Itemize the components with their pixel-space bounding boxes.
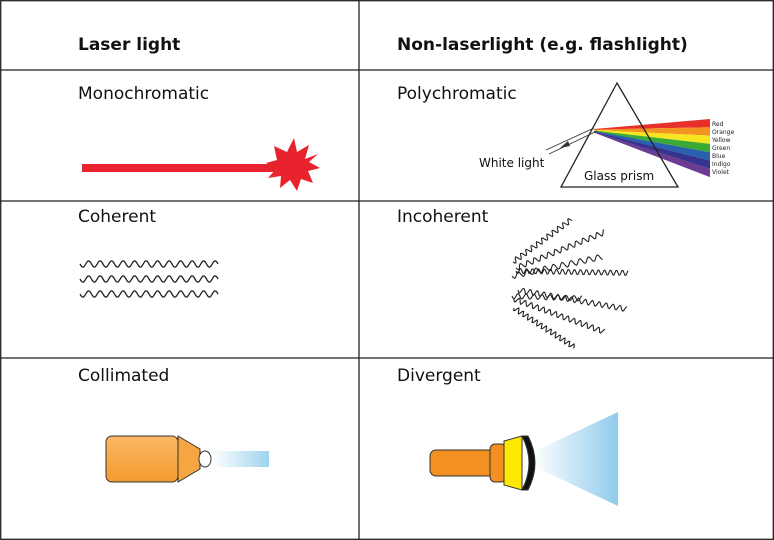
spectrum-band-blue bbox=[594, 131, 710, 161]
coherent-wave bbox=[79, 260, 219, 268]
spectrum-label-indigo: Indigo bbox=[712, 161, 731, 168]
spectrum-band-red bbox=[594, 119, 710, 130]
incoherent-wave bbox=[515, 229, 605, 271]
laser-pointer-icon bbox=[105, 435, 269, 483]
coherent-label: Coherent bbox=[78, 207, 157, 227]
divergent-beam bbox=[533, 412, 618, 506]
spectrum-band-green bbox=[594, 130, 710, 153]
incoherent-waves-icon bbox=[511, 218, 629, 349]
polychromatic-label: Polychromatic bbox=[397, 84, 517, 104]
coherent-wave bbox=[79, 290, 219, 298]
incoherent-wave bbox=[512, 307, 575, 349]
spectrum-band-yellow bbox=[594, 130, 710, 144]
laser-light-header: Laser light bbox=[78, 35, 181, 55]
coherent-wave bbox=[79, 275, 219, 283]
glass-prism-label: Glass prism bbox=[584, 169, 655, 183]
white-light-ray-icon bbox=[545, 127, 598, 155]
incoherent-wave bbox=[511, 254, 603, 279]
laser-beam-icon bbox=[82, 138, 320, 191]
non-laser-light-header: Non-laserlight (e.g. flashlight) bbox=[397, 35, 688, 55]
incoherent-wave bbox=[515, 268, 629, 276]
monochromatic-label: Monochromatic bbox=[78, 84, 210, 104]
incoherent-wave bbox=[512, 218, 573, 264]
flashlight-icon bbox=[429, 412, 618, 506]
spectrum-label-red: Red bbox=[712, 121, 724, 128]
collimated-beam bbox=[212, 451, 269, 467]
coherent-waves-icon bbox=[79, 260, 219, 298]
white-light-label: White light bbox=[479, 156, 545, 170]
spectrum-label-orange: Orange bbox=[712, 129, 735, 136]
spectrum-band-violet bbox=[594, 132, 710, 178]
collimated-label: Collimated bbox=[78, 366, 170, 386]
spectrum-label-violet: Violet bbox=[712, 169, 730, 176]
incoherent-wave bbox=[513, 297, 606, 334]
spectrum-band-orange bbox=[594, 127, 710, 136]
spectrum-band-indigo bbox=[594, 131, 710, 169]
spectrum-label-yellow: Yellow bbox=[712, 137, 731, 144]
starburst-icon bbox=[266, 138, 320, 191]
spectrum-fan bbox=[594, 119, 710, 178]
incoherent-wave bbox=[511, 292, 583, 302]
incoherent-label: Incoherent bbox=[397, 207, 489, 227]
divergent-label: Divergent bbox=[397, 366, 481, 386]
spectrum-label-green: Green bbox=[712, 145, 731, 152]
spectrum-label-blue: Blue bbox=[712, 153, 726, 160]
incoherent-wave bbox=[517, 287, 628, 312]
prism-diagram bbox=[545, 81, 710, 188]
